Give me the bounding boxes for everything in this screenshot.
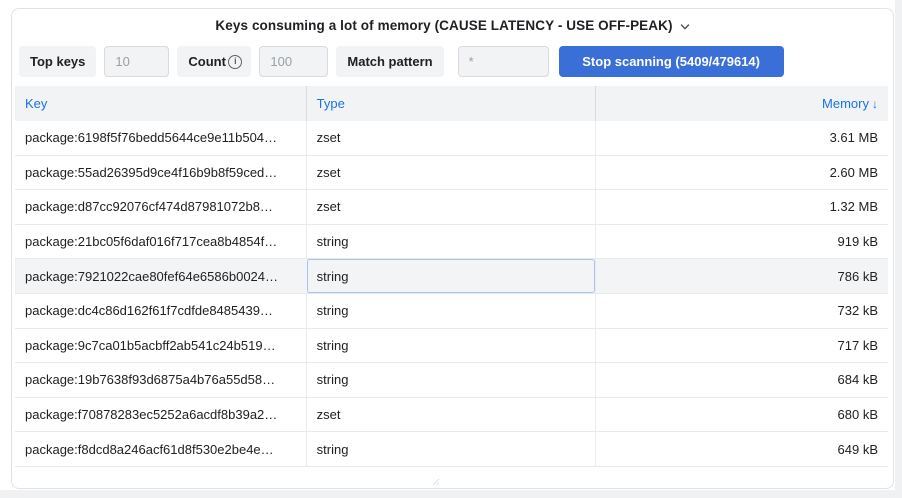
type-cell[interactable]: string [305, 328, 596, 363]
table-row[interactable]: package:19b7638f93d6875a4b76a55d58… stri… [15, 363, 888, 398]
sort-desc-icon: ↓ [872, 96, 878, 111]
count-label-chip: Count i [177, 46, 252, 77]
memory-cell[interactable]: 786 kB [595, 259, 888, 293]
key-cell[interactable]: package:f70878283ec5252a6acdf8b39a2… [25, 407, 278, 423]
memory-analysis-panel: Keys consuming a lot of memory (CAUSE LA… [11, 8, 894, 489]
memory-cell[interactable]: 919 kB [595, 224, 888, 259]
key-cell[interactable]: package:21bc05f6daf016f717cea8b4854f… [25, 234, 278, 250]
app-background-right [895, 0, 902, 498]
type-cell[interactable]: zset [305, 155, 596, 190]
key-cell[interactable]: package:f8dcd8a246acf61d8f530e2be4e… [25, 441, 274, 457]
top-keys-label: Top keys [19, 46, 97, 77]
key-cell[interactable]: package:dc4c86d162f61f7cdfde8485439… [25, 303, 273, 319]
key-cell[interactable]: package:55ad26395d9ce4f16b9b8f59ced… [25, 164, 278, 180]
panel-title: Keys consuming a lot of memory (CAUSE LA… [215, 18, 673, 33]
key-cell[interactable]: package:7921022cae80fef64e6586b0024… [25, 268, 279, 284]
match-pattern-label: Match pattern [336, 46, 444, 77]
memory-cell[interactable]: 649 kB [595, 432, 888, 466]
type-cell-focused[interactable]: string [306, 259, 596, 293]
table-header-row: Key Type Memory ↓ [15, 86, 888, 121]
column-header-memory-label: Memory [822, 96, 869, 111]
memory-cell[interactable]: 2.60 MB [595, 155, 888, 190]
panel-title-toggle[interactable]: Keys consuming a lot of memory (CAUSE LA… [12, 9, 893, 42]
app-background-bottom [0, 490, 902, 498]
type-cell[interactable]: string [305, 432, 596, 466]
count-input[interactable] [259, 46, 329, 77]
memory-cell[interactable]: 1.32 MB [595, 190, 888, 224]
info-icon[interactable]: i [228, 54, 243, 69]
table-row[interactable]: package:9c7ca01b5acbff2ab541c24b519… str… [15, 328, 888, 364]
column-header-memory[interactable]: Memory ↓ [595, 86, 888, 121]
key-cell[interactable]: package:d87cc92076cf474d87981072b8… [25, 199, 273, 215]
type-cell[interactable]: zset [305, 397, 596, 432]
table-row[interactable]: package:6198f5f76bedd5644ce9e11b504… zse… [15, 121, 888, 156]
column-header-key[interactable]: Key [25, 96, 48, 111]
type-cell[interactable]: zset [305, 190, 596, 224]
match-pattern-input[interactable] [457, 46, 549, 77]
key-cell[interactable]: package:19b7638f93d6875a4b76a55d58… [25, 372, 276, 388]
key-cell[interactable]: package:6198f5f76bedd5644ce9e11b504… [25, 130, 278, 146]
table-row-highlighted[interactable]: package:7921022cae80fef64e6586b0024… str… [15, 259, 888, 294]
table-row[interactable]: package:dc4c86d162f61f7cdfde8485439… str… [15, 293, 888, 329]
count-label: Count [188, 54, 226, 69]
type-cell[interactable]: string [305, 224, 596, 259]
table-row[interactable]: package:f8dcd8a246acf61d8f530e2be4e… str… [15, 432, 888, 467]
memory-cell[interactable]: 684 kB [595, 363, 888, 397]
column-header-type[interactable]: Type [305, 86, 596, 121]
keys-table: Key Type Memory ↓ package:6198f5f76bedd5… [15, 86, 888, 467]
key-cell[interactable]: package:9c7ca01b5acbff2ab541c24b519… [25, 337, 276, 353]
stop-scanning-button[interactable]: Stop scanning (5409/479614) [558, 46, 784, 77]
table-row[interactable]: package:55ad26395d9ce4f16b9b8f59ced… zse… [15, 155, 888, 191]
table-row[interactable]: package:d87cc92076cf474d87981072b8… zset… [15, 190, 888, 225]
top-keys-input[interactable] [104, 46, 170, 77]
scan-toolbar: Top keys Count i Match pattern Stop scan… [19, 46, 886, 77]
table-row[interactable]: package:21bc05f6daf016f717cea8b4854f… st… [15, 224, 888, 260]
type-cell[interactable]: zset [305, 121, 596, 155]
resize-grip-icon[interactable] [430, 476, 440, 486]
chevron-down-icon [680, 22, 690, 32]
memory-cell[interactable]: 3.61 MB [595, 121, 888, 155]
type-cell[interactable]: string [305, 293, 596, 328]
type-cell[interactable]: string [305, 363, 596, 397]
table-row[interactable]: package:f70878283ec5252a6acdf8b39a2… zse… [15, 397, 888, 433]
memory-cell[interactable]: 717 kB [595, 328, 888, 363]
memory-cell[interactable]: 732 kB [595, 293, 888, 328]
memory-cell[interactable]: 680 kB [595, 397, 888, 432]
